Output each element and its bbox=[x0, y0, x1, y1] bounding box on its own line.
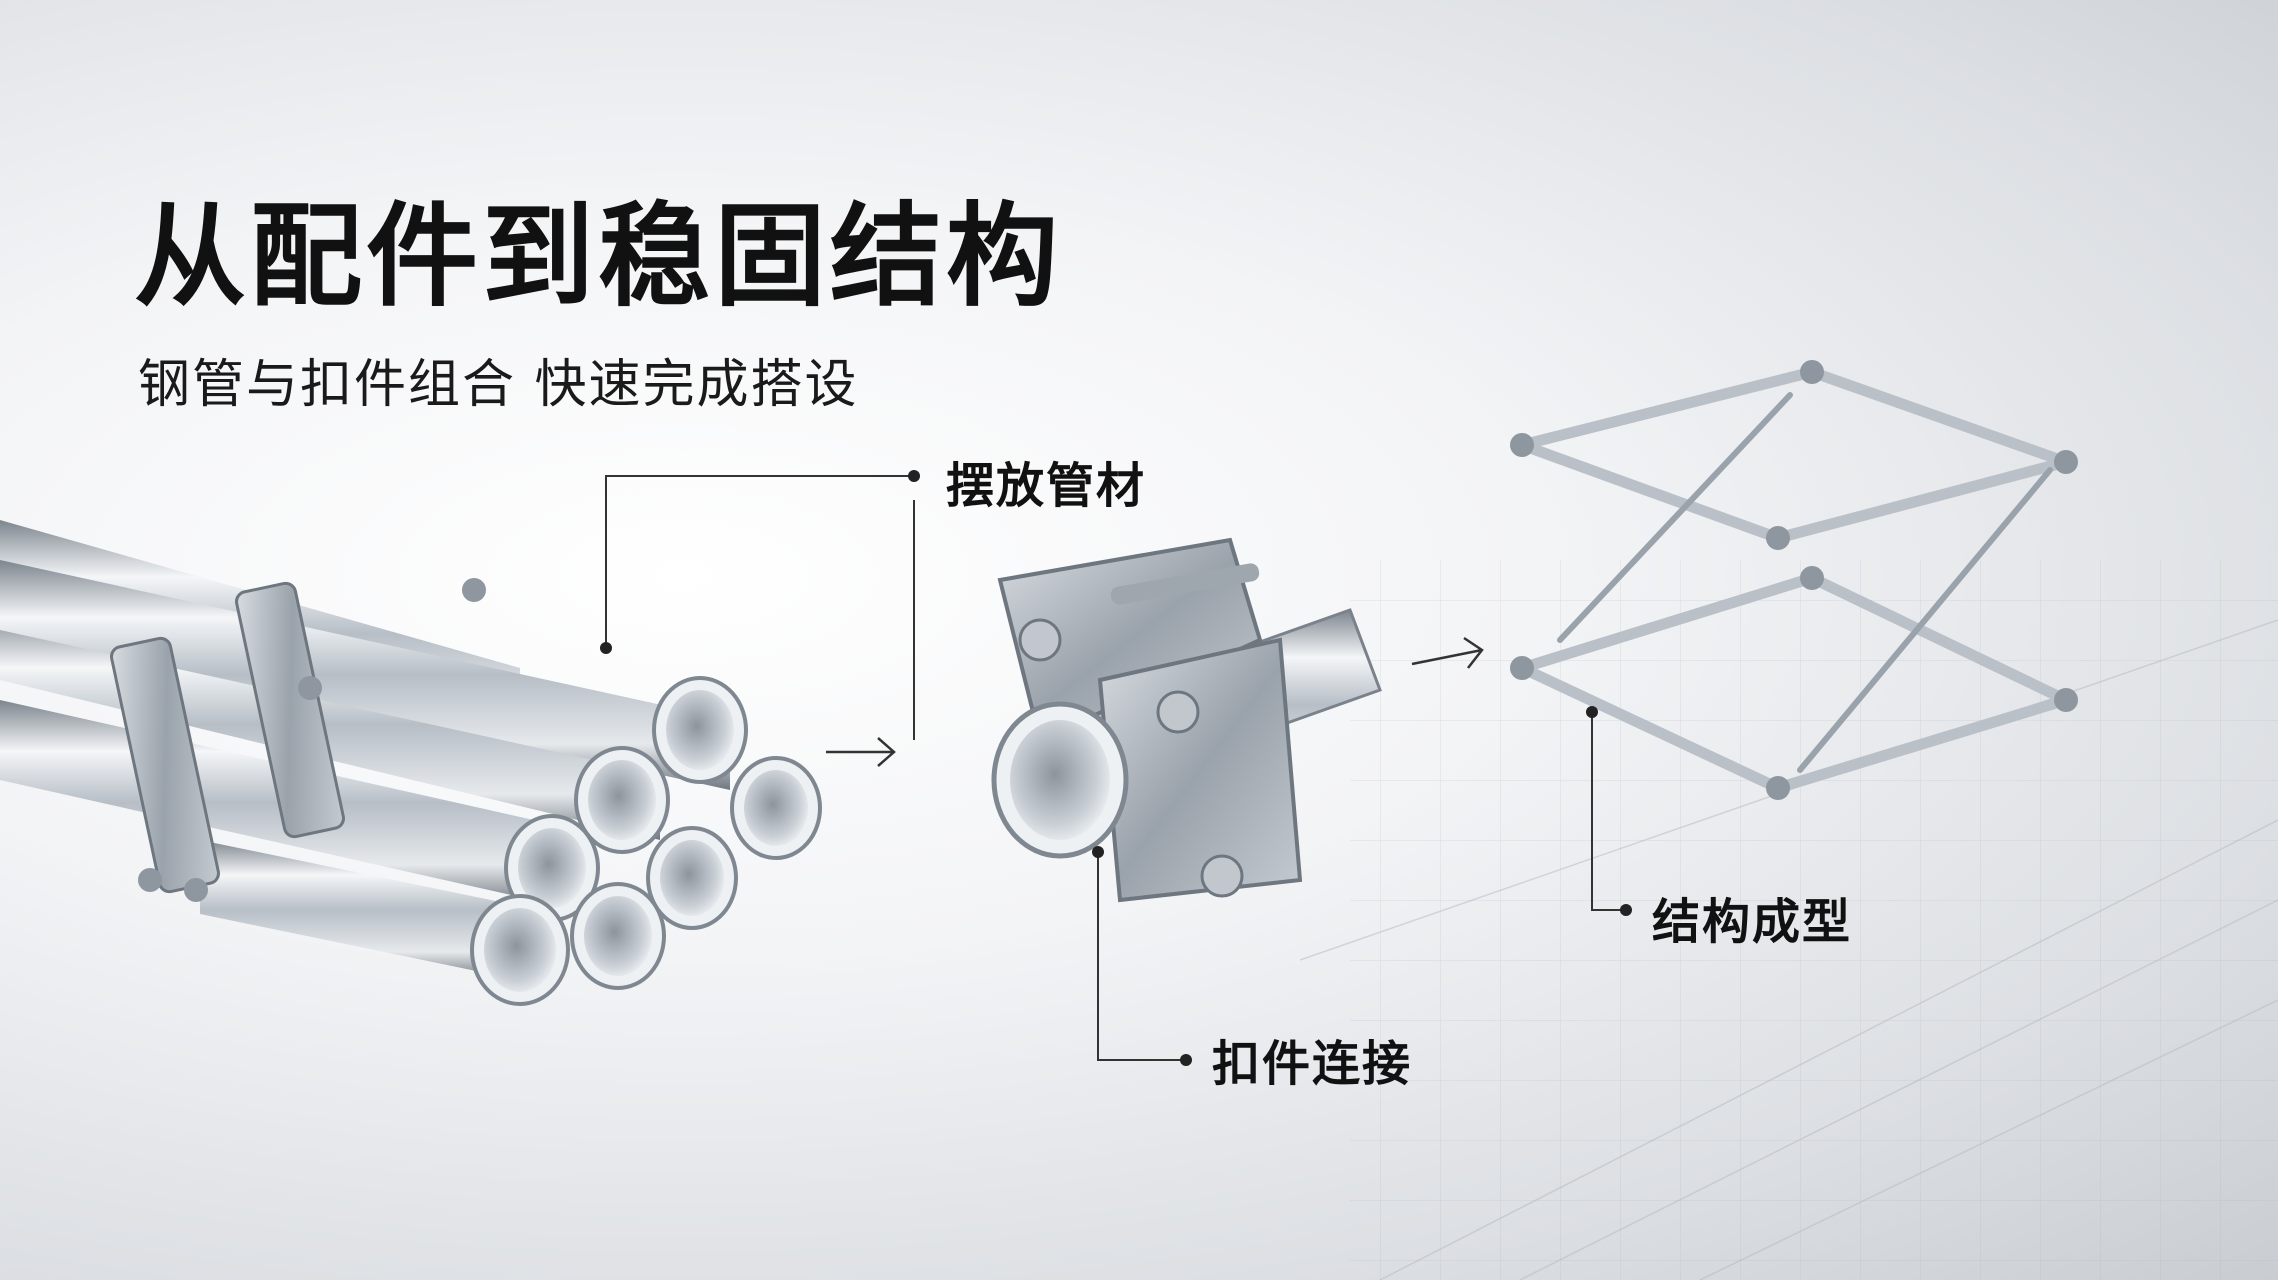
page-title: 从配件到稳固结构 bbox=[134, 192, 1062, 322]
pipe-bundle-icon bbox=[0, 520, 822, 1006]
callout-dot bbox=[1092, 846, 1104, 858]
step-label-structure-formed: 结构成型 bbox=[1652, 894, 1853, 950]
coupler-clamp-icon bbox=[991, 537, 1382, 903]
step-label-connect-couplers: 扣件连接 bbox=[1212, 1036, 1413, 1092]
callout-dot bbox=[1586, 706, 1598, 718]
arrow-right-icon bbox=[1411, 636, 1484, 669]
blueprint-grid bbox=[1299, 560, 2278, 1280]
step-label-place-pipes: 摆放管材 bbox=[946, 458, 1147, 514]
callout-dot bbox=[908, 470, 920, 482]
callout-dot bbox=[1620, 904, 1632, 916]
callout-dot bbox=[600, 642, 612, 654]
callout-connectors bbox=[605, 475, 1626, 1061]
callout-dot bbox=[1180, 1054, 1192, 1066]
page-subtitle: 钢管与扣件组合 快速完成搭设 bbox=[138, 355, 859, 415]
scaffold-frame-icon bbox=[1510, 304, 2078, 843]
arrow-right-icon bbox=[826, 737, 896, 767]
